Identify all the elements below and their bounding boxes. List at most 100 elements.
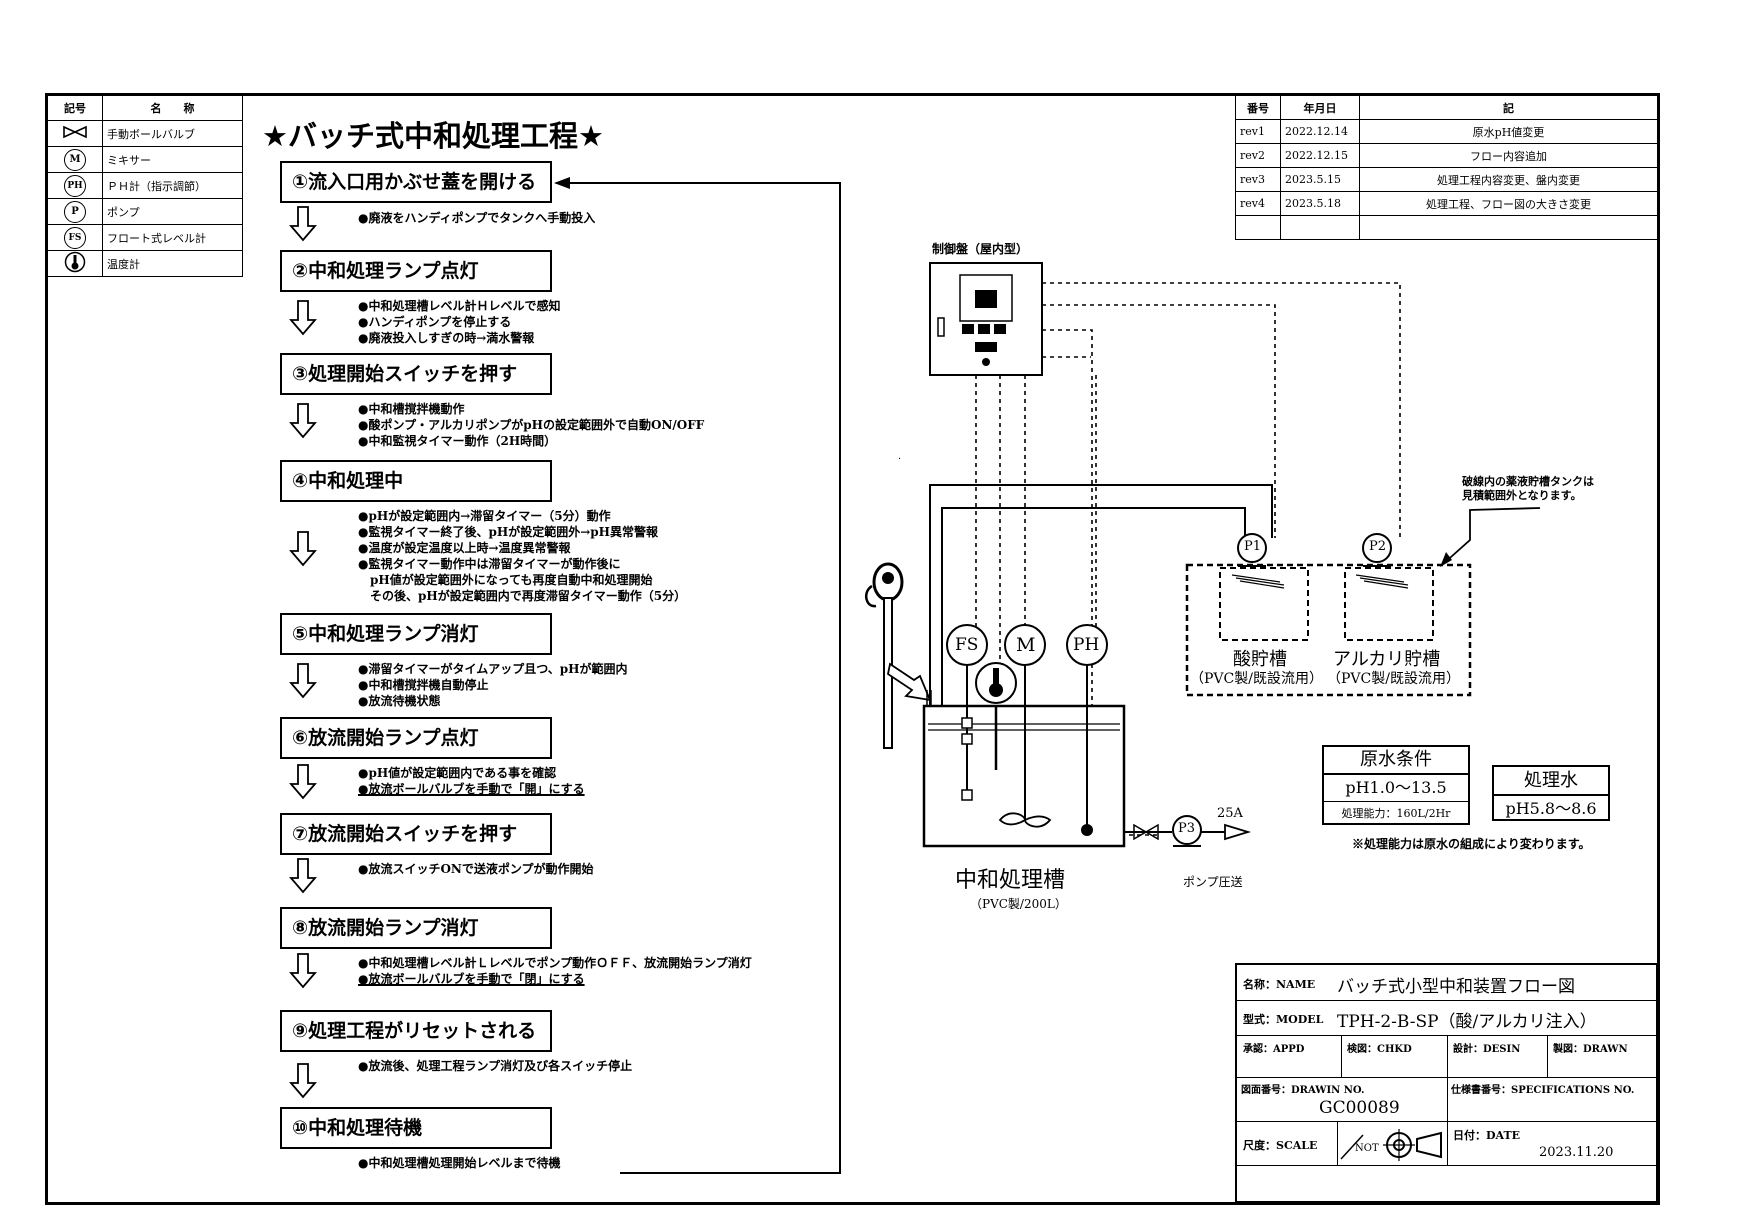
rev-note: 処理工程内容変更、盤内変更 (1359, 167, 1658, 192)
down-arrow-icon (289, 206, 317, 242)
ph-sensor-icon (1066, 624, 1108, 666)
process-step: ⑨処理工程がリセットされる (280, 1010, 552, 1052)
rev-note (1359, 215, 1658, 240)
neutral-tank-sub: （PVC製/200L） (970, 897, 1067, 911)
outlet-size-label: 25A (1217, 806, 1243, 821)
step-note: ●監視タイマー動作中は滞留タイマーが動作後に (358, 557, 621, 571)
drawing-no-label: 図面番号：DRAWIN NO. (1241, 1085, 1365, 1096)
step-note: ●廃液投入しすぎの時→満水警報 (358, 331, 535, 345)
model-value: TPH-2-B-SP（酸/アルカリ注入） (1337, 1012, 1597, 1032)
mixer-icon: M (64, 148, 86, 171)
process-step: ⑥放流開始ランプ点灯 (280, 717, 552, 759)
outlet-arrow-icon (1224, 823, 1252, 841)
process-step: ②中和処理ランプ点灯 (280, 250, 552, 292)
raw-water-ph: pH1.0～13.5 (1324, 775, 1468, 802)
scale-label: 尺度：SCALE (1243, 1139, 1318, 1152)
alkali-tank-label: アルカリ貯槽 (1333, 649, 1441, 670)
handy-pump-icon (864, 562, 904, 749)
m-label: M (1016, 634, 1036, 656)
drawing-frame (45, 93, 1660, 1205)
drawing-name: バッチ式小型中和装置フロー図 (1337, 977, 1575, 997)
third-angle-projection-icon (1340, 1129, 1442, 1161)
legend-name: 手動ボールバルブ (102, 120, 243, 147)
step-note: ●温度が設定温度以上時→温度異常警報 (358, 541, 571, 555)
drawn-label: 製図：DRAWN (1553, 1044, 1628, 1055)
checked-label: 検図：CHKD (1347, 1044, 1412, 1055)
step-note: pH値が設定範囲外になっても再度自動中和処理開始 (358, 573, 653, 587)
raw-water-box: 原水条件 pH1.0～13.5 処理能力：160L/2Hr (1322, 745, 1470, 825)
process-step: ⑤中和処理ランプ消灯 (280, 613, 552, 655)
process-step: ⑧放流開始ランプ消灯 (280, 907, 552, 949)
capacity-value: 処理能力：160L/2Hr (1341, 807, 1451, 820)
process-step: ①流入口用かぶせ蓋を開ける (280, 161, 552, 203)
page-title: ★バッチ式中和処理工程★ (262, 119, 604, 153)
down-arrow-icon (289, 1063, 317, 1099)
treated-water-ph: pH5.8～8.6 (1505, 799, 1597, 818)
control-panel (929, 262, 1043, 376)
step-note: ●中和処理槽レベル計Ｈレベルで感知 (358, 299, 561, 313)
spec-no-label: 仕様書番号：SPECIFICATIONS NO. (1451, 1085, 1635, 1096)
step-note: ●廃液をハンディポンプでタンクへ手動投入 (358, 211, 596, 225)
pump-p2-label: P2 (1369, 539, 1387, 554)
pump-p1-icon (1237, 533, 1267, 563)
pump-p2-icon (1362, 533, 1392, 563)
rev-date: 2023.5.15 (1280, 167, 1360, 192)
down-arrow-icon (289, 300, 317, 336)
ph-meter-icon: PH (64, 174, 86, 197)
acid-tank-label: 酸貯槽 (1233, 649, 1287, 670)
pump-transfer-label: ポンプ圧送 (1183, 875, 1243, 889)
mixer-m-icon (1004, 624, 1046, 666)
alkali-tank-sub: （PVC製/既設流用） (1327, 671, 1460, 687)
approved-label: 承認：APPD (1243, 1044, 1305, 1055)
step-note: ●滞留タイマーがタイムアップ且つ、pHが範囲内 (358, 662, 628, 676)
step-note: ●放流待機状態 (358, 694, 441, 708)
legend-name: ＰＨ計（指示調節） (102, 172, 243, 199)
step-note: ●中和処理槽処理開始レベルまで待機 (358, 1156, 561, 1170)
process-step: ⑦放流開始スイッチを押す (280, 813, 552, 855)
legend-header-name: 名 称 (102, 95, 243, 121)
step-note: ●pH値が設定範囲内である事を確認 (358, 766, 557, 780)
legend-name: フロート式レベル計 (102, 224, 243, 251)
fs-label: FS (955, 635, 979, 655)
drawing-no-value: GC00089 (1319, 1098, 1400, 1118)
step-note: ●中和監視タイマー動作（2H時間） (358, 434, 557, 448)
down-arrow-icon (289, 403, 317, 439)
step-note: ●監視タイマー終了後、pHが設定範囲外→pH異常警報 (358, 525, 658, 539)
title-block: 名称：NAME バッチ式小型中和装置フロー図 型式：MODEL TPH-2-B-… (1235, 963, 1658, 1203)
down-arrow-icon (289, 663, 317, 699)
neutral-tank-label: 中和処理槽 (955, 868, 1066, 893)
model-label: 型式：MODEL (1243, 1013, 1324, 1026)
rev-date: 2022.12.15 (1280, 143, 1360, 168)
revision-row (1235, 215, 1658, 240)
legend-table: 記号 名 称 手動ボールバルブ M ミキサー PH ＰＨ計（指示調節） P ポン… (47, 95, 243, 277)
down-arrow-icon (289, 764, 317, 800)
chemical-tank-area (1185, 563, 1472, 697)
rev-date: 2022.12.14 (1280, 119, 1360, 144)
step-note: ●中和槽撹拌機自動停止 (358, 678, 489, 692)
date-value: 2023.11.20 (1539, 1145, 1614, 1160)
down-arrow-icon (289, 531, 317, 567)
step-note: ●pHが設定範囲内→滞留タイマー（5分）動作 (358, 509, 611, 523)
float-switch-icon: FS (64, 226, 86, 249)
tank-scope-note: 破線内の薬液貯槽タンクは 見積範囲外となります。 (1462, 475, 1594, 502)
step-note: ●酸ポンプ・アルカリポンプがpHの設定範囲外で自動ON/OFF (358, 418, 705, 432)
rev-header-no: 番号 (1235, 95, 1281, 120)
pump-icon: P (64, 200, 86, 223)
step-note: ●放流ボールバルブを手動で「開」にする (358, 782, 585, 796)
process-step: ④中和処理中 (280, 460, 552, 502)
step-note: ●放流後、処理工程ランプ消灯及び各スイッチ停止 (358, 1059, 633, 1073)
name-label: 名称：NAME (1243, 978, 1316, 991)
down-arrow-icon (289, 858, 317, 894)
capacity-note: ※処理能力は原水の組成により変わります。 (1352, 837, 1591, 851)
scale-value: NOT (1355, 1143, 1379, 1154)
float-switch-fs-icon (946, 624, 988, 666)
ph-label: PH (1073, 635, 1100, 655)
legend-name: 温度計 (102, 250, 243, 277)
process-step: ⑩中和処理待機 (280, 1107, 552, 1149)
raw-water-title: 原水条件 (1324, 747, 1468, 775)
step-note: ●放流スイッチONで送液ポンプが動作開始 (358, 862, 594, 876)
control-panel-label: 制御盤（屋内型） (932, 242, 1029, 256)
